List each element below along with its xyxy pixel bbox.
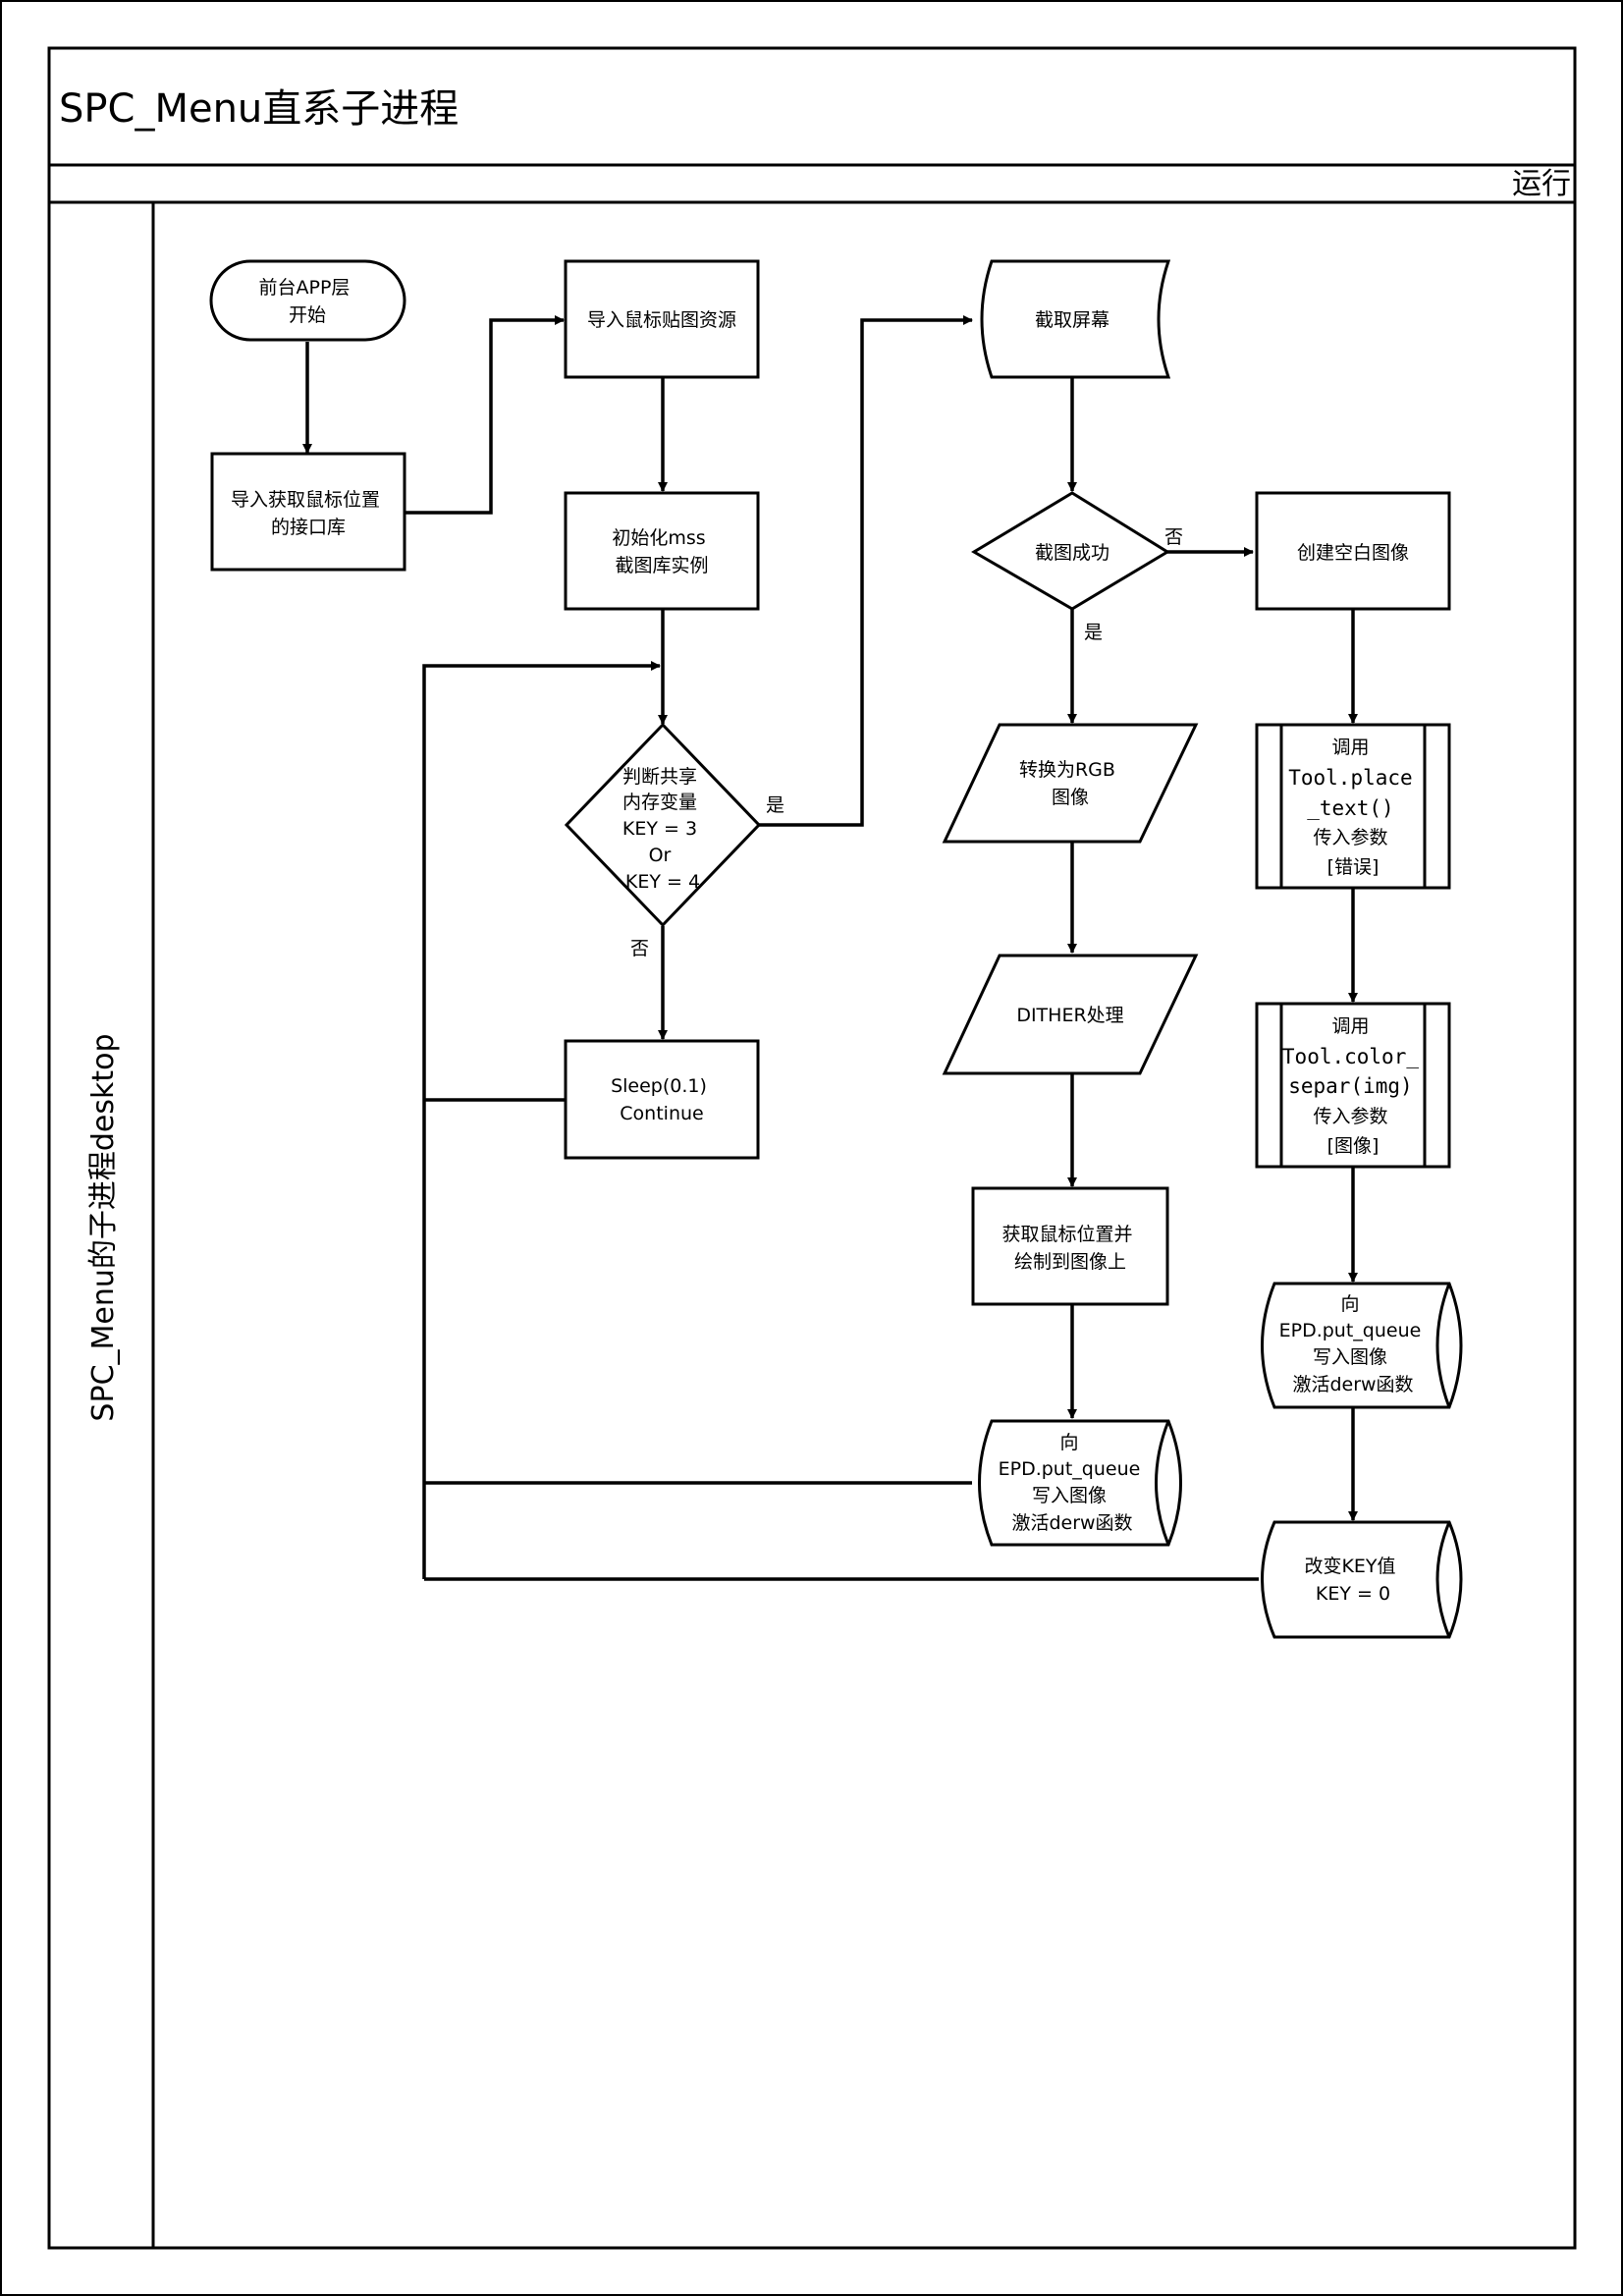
import-cursor-res-process: 导入鼠标贴图资源: [564, 259, 760, 379]
edges-layer: [302, 315, 1358, 1581]
capture-screen-stored-data: 截取屏幕: [980, 259, 1171, 379]
label-check-yes: 是: [766, 794, 784, 816]
import-cursor-res-label: 导入鼠标贴图资源: [587, 309, 736, 331]
pool-title: SPC_Menu直系子进程: [59, 86, 459, 132]
dither-label: DITHER处理: [1016, 1005, 1123, 1026]
draw-cursor-process: 获取鼠标位置并 绘制到图像上: [971, 1186, 1169, 1306]
change-key-stored-data: 改变KEY值 KEY = 0: [1261, 1520, 1463, 1639]
edge-loop-back-to-check: [422, 661, 661, 1579]
check-key-decision: 判断共享 内存变量 KEY = 3 Or KEY = 4: [564, 722, 762, 928]
create-blank-label: 创建空白图像: [1297, 542, 1409, 564]
phase-label: 运行: [1512, 167, 1571, 201]
to-rgb-label: 转换为RGB 图像: [1019, 759, 1121, 808]
put-queue-right-label: 向 EPD.put_queue 写入图像 激活derw函数: [1279, 1293, 1428, 1395]
call-color-separ-subprocess: 调用 Tool.color_ separ(img) 传入参数 [图像]: [1255, 1002, 1451, 1169]
import-mouse-lib-process: 导入获取鼠标位置 的接口库: [210, 452, 406, 572]
sleep-process: Sleep(0.1) Continue: [564, 1039, 760, 1160]
to-rgb-io: 转换为RGB 图像: [942, 723, 1199, 844]
call-place-text-subprocess: 调用 Tool.place _text() 传入参数 [错误]: [1255, 723, 1451, 890]
start-label: 前台APP层 开始: [259, 277, 356, 326]
change-key-label: 改变KEY值 KEY = 0: [1304, 1556, 1401, 1605]
label-check-no: 否: [630, 938, 649, 959]
sleep-label: Sleep(0.1) Continue: [611, 1075, 713, 1124]
init-mss-process: 初始化mss 截图库实例: [564, 491, 760, 611]
import-mouse-lib-label: 导入获取鼠标位置 的接口库: [231, 489, 386, 538]
label-capture-yes: 是: [1084, 622, 1103, 643]
put-queue-right-stored-data: 向 EPD.put_queue 写入图像 激活derw函数: [1261, 1282, 1463, 1409]
edge-check-yes-to-capture: [759, 315, 973, 827]
put-queue-left-stored-data: 向 EPD.put_queue 写入图像 激活derw函数: [978, 1419, 1182, 1547]
dither-io: DITHER处理: [942, 954, 1199, 1075]
edge-import-lib-to-cursor-res: [406, 315, 565, 515]
call-place-text-label: 调用 Tool.place _text() 传入参数 [错误]: [1288, 737, 1418, 878]
lane-label: SPC_Menu的子进程desktop: [86, 1033, 121, 1421]
init-mss-label: 初始化mss 截图库实例: [612, 527, 711, 576]
label-capture-no: 否: [1164, 526, 1183, 548]
check-key-label: 判断共享 内存变量 KEY = 3 Or KEY = 4: [622, 766, 703, 893]
start-terminator: 前台APP层 开始: [209, 259, 406, 342]
capture-ok-label: 截图成功: [1035, 542, 1109, 564]
call-color-separ-label: 调用 Tool.color_ separ(img) 传入参数 [图像]: [1282, 1015, 1424, 1157]
create-blank-process: 创建空白图像: [1255, 491, 1451, 611]
draw-cursor-label: 获取鼠标位置并 绘制到图像上: [1001, 1224, 1138, 1273]
put-queue-left-label: 向 EPD.put_queue 写入图像 激活derw函数: [999, 1432, 1147, 1534]
capture-ok-decision: 截图成功: [971, 491, 1170, 611]
swimlane-frame: [47, 46, 1577, 2250]
capture-screen-label: 截取屏幕: [1035, 309, 1109, 331]
